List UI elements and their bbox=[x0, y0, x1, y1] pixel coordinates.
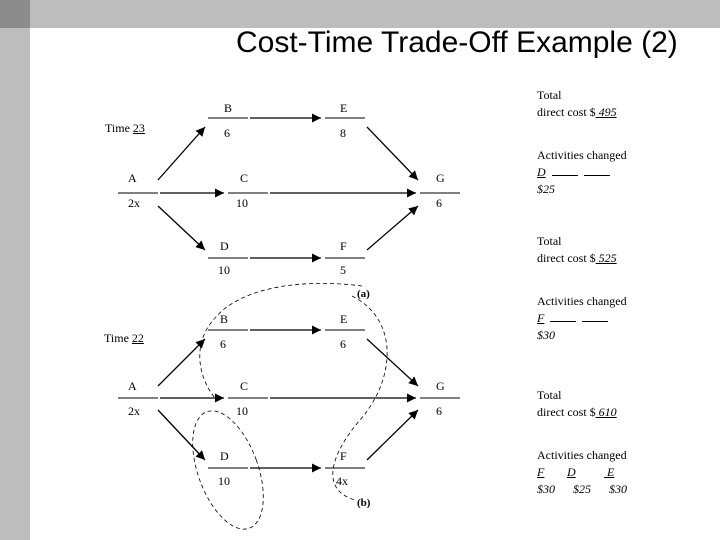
node-d-id-a: D bbox=[220, 239, 229, 253]
node-d-id-b: D bbox=[220, 449, 229, 463]
node-c-dur-a: 10 bbox=[236, 196, 248, 210]
arrow-a-to-b-a bbox=[157, 126, 206, 181]
node-c-id-a: C bbox=[240, 171, 248, 185]
node-c-dur-b: 10 bbox=[236, 404, 248, 418]
network-a-tag: (a) bbox=[357, 288, 370, 300]
node-f-dur-b: 4x bbox=[336, 474, 348, 488]
total-cost-2: Total direct cost $ 525 bbox=[537, 234, 617, 265]
corner-decor-block bbox=[0, 0, 30, 28]
arrow-f-to-g-a bbox=[366, 205, 419, 251]
left-decor-bar bbox=[0, 0, 30, 540]
node-d-dur-b: 10 bbox=[218, 474, 230, 488]
total-cost-3: Total direct cost $ 610 bbox=[537, 388, 617, 419]
network-b: B 6 E 6 A 2x C 10 G 6 D 10 F 4x (b) bbox=[118, 312, 460, 509]
node-e-id-a: E bbox=[340, 101, 347, 115]
arrow-a-to-d-a bbox=[157, 205, 206, 251]
arrow-f-to-g-b bbox=[366, 409, 419, 461]
node-b-dur-a: 6 bbox=[224, 126, 230, 140]
total-cost-1-value: 495 bbox=[595, 105, 617, 119]
top-decor-bar bbox=[0, 0, 720, 28]
activities-changed-2: Activities changed F $30 bbox=[537, 294, 627, 342]
network-b-tag: (b) bbox=[357, 497, 371, 509]
node-g-id-b: G bbox=[436, 379, 445, 393]
node-b-id-b: B bbox=[220, 312, 228, 326]
cut-loop-b-left bbox=[192, 410, 264, 530]
time-value-a: 23 bbox=[132, 121, 145, 135]
total-cost-2-value: 525 bbox=[595, 251, 617, 265]
node-f-id-b: F bbox=[340, 449, 347, 463]
node-a-dur-a: 2x bbox=[128, 196, 140, 210]
node-e-dur-b: 6 bbox=[340, 337, 346, 351]
node-g-dur-b: 6 bbox=[436, 404, 442, 418]
node-f-id-a: F bbox=[340, 239, 347, 253]
arrow-a-to-b-b bbox=[157, 338, 206, 387]
slide-title: Cost-Time Trade-Off Example (2) bbox=[236, 26, 678, 59]
node-g-dur-a: 6 bbox=[436, 196, 442, 210]
arrow-e-to-g-b bbox=[366, 338, 419, 387]
time-label-b: Time 22 bbox=[104, 331, 144, 345]
arrow-a-to-d-b bbox=[157, 409, 206, 461]
node-b-id-a: B bbox=[224, 101, 232, 115]
node-a-dur-b: 2x bbox=[128, 404, 140, 418]
arrow-e-to-g-a bbox=[366, 126, 419, 181]
node-e-id-b: E bbox=[340, 312, 347, 326]
node-e-dur-a: 8 bbox=[340, 126, 346, 140]
node-b-dur-b: 6 bbox=[220, 337, 226, 351]
network-a: B 6 E 8 A 2x C 10 G 6 D 10 F 5 (a) bbox=[118, 101, 460, 300]
total-cost-1: Total direct cost $ 495 bbox=[537, 88, 617, 119]
node-g-id-a: G bbox=[436, 171, 445, 185]
total-cost-3-value: 610 bbox=[595, 405, 617, 419]
node-f-dur-a: 5 bbox=[340, 263, 346, 277]
node-a-id-a: A bbox=[128, 171, 137, 185]
node-c-id-b: C bbox=[240, 379, 248, 393]
activities-changed-1: Activities changed D $25 bbox=[537, 148, 627, 196]
node-a-id-b: A bbox=[128, 379, 137, 393]
activities-changed-3: Activities changed F D E $30$25$30 bbox=[537, 448, 627, 496]
time-value-b: 22 bbox=[131, 331, 144, 345]
node-d-dur-a: 10 bbox=[218, 263, 230, 277]
time-label-a: Time 23 bbox=[105, 121, 145, 135]
